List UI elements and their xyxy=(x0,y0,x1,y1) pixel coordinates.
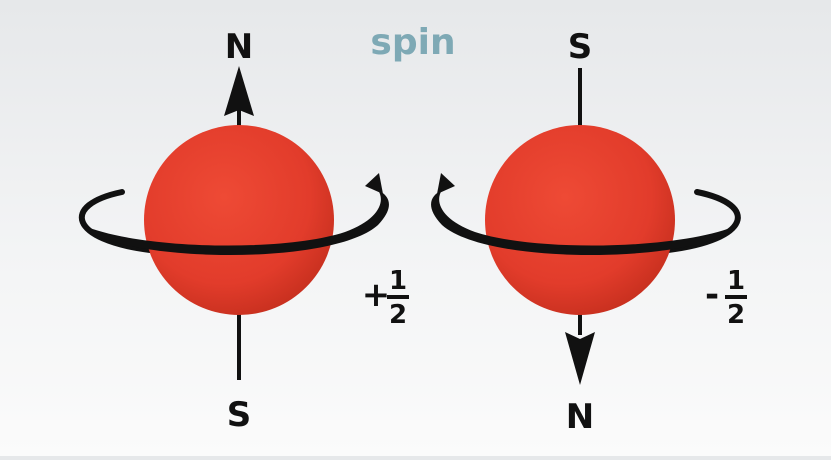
right-bottom-pole-label: N xyxy=(566,397,594,437)
right-sphere xyxy=(485,125,675,315)
left-spin-sign: + xyxy=(362,275,391,315)
right-rotation-arrowhead xyxy=(437,173,455,194)
left-spin-value: + 1 2 xyxy=(362,266,409,330)
left-north-arrow xyxy=(224,66,254,132)
left-electron: S N + 1 2 xyxy=(78,27,409,435)
right-spin-denominator: 2 xyxy=(727,300,745,330)
right-south-arrow xyxy=(565,305,595,385)
left-fraction-bar xyxy=(387,295,409,299)
left-rotation-arrowhead xyxy=(365,173,383,194)
right-top-pole-label: S xyxy=(568,27,593,67)
right-orbit-back xyxy=(665,189,741,253)
right-spin-numerator: 1 xyxy=(727,266,745,296)
right-spin-value: - 1 2 xyxy=(705,266,747,330)
right-electron: S N - 1 2 xyxy=(431,27,747,437)
left-bottom-pole-label: S xyxy=(227,395,252,435)
left-orbit-back xyxy=(78,189,153,253)
left-sphere xyxy=(144,125,334,315)
diagram-title: spin xyxy=(370,22,455,63)
left-spin-numerator: 1 xyxy=(389,266,407,296)
right-spin-sign: - xyxy=(705,275,719,315)
right-fraction-bar xyxy=(725,295,747,299)
left-spin-denominator: 2 xyxy=(389,300,407,330)
left-top-pole-label: N xyxy=(225,27,253,67)
